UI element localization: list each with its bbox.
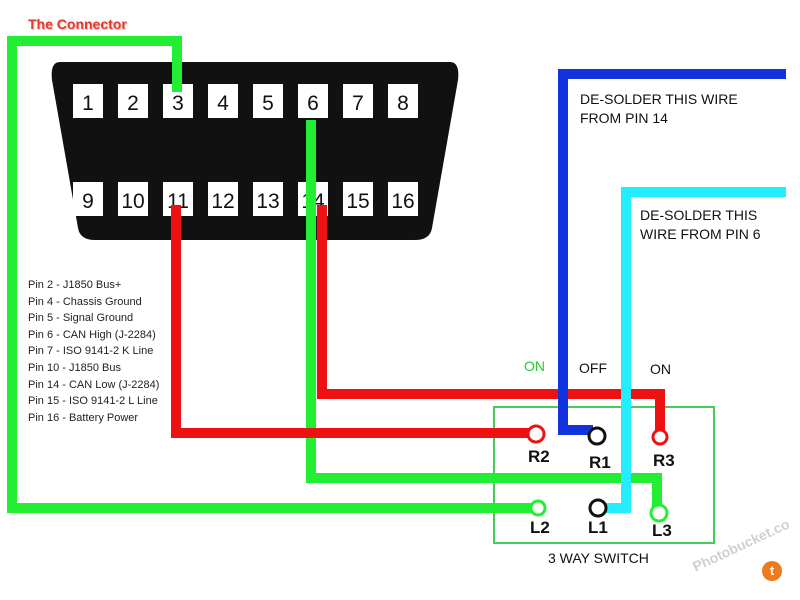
- pin-cell: [388, 84, 418, 118]
- switch-position-right: ON: [650, 361, 671, 377]
- terminal-label-l2: L2: [530, 518, 550, 537]
- pin-number: 5: [262, 92, 274, 115]
- legend-line: Pin 14 - CAN Low (J-2284): [28, 378, 160, 391]
- pin-cell: [253, 182, 283, 216]
- legend-line: Pin 5 - Signal Ground: [28, 312, 134, 325]
- pin-cell: [343, 182, 373, 216]
- pin-number: 2: [127, 92, 139, 115]
- switch-caption: 3 WAY SWITCH: [548, 550, 649, 566]
- switch-position-left: ON: [524, 358, 545, 374]
- pin-number: 8: [397, 92, 409, 115]
- pin-number: 3: [172, 92, 184, 115]
- red-wire-pin11-to-r2: [171, 205, 532, 438]
- pin-number: 12: [211, 190, 234, 213]
- note-desolder-pin14: DE-SOLDER THIS WIRE FROM PIN 14: [580, 90, 738, 128]
- terminal-l3: [649, 503, 669, 523]
- pin-number: 13: [256, 190, 279, 213]
- green-wire-pin6-to-l3: [306, 120, 662, 512]
- terminal-label-l1: L1: [588, 518, 608, 537]
- terminal-label-l3: L3: [652, 521, 672, 540]
- legend-line: Pin 16 - Battery Power: [28, 411, 139, 424]
- pin-number: 16: [391, 190, 414, 213]
- pin-cell: [118, 182, 148, 216]
- pin-cell: [388, 182, 418, 216]
- note-line: FROM PIN 14: [580, 110, 668, 126]
- pin-number: 9: [82, 190, 94, 213]
- blue-wire-to-r1: [558, 69, 786, 435]
- switch-position-middle: OFF: [579, 360, 607, 376]
- legend-line: Pin 4 - Chassis Ground: [28, 295, 142, 308]
- pin-cell: [208, 84, 238, 118]
- terminal-label-r1: R1: [589, 453, 611, 472]
- red-wire-pin14-to-r3: [317, 205, 665, 432]
- legend-line: Pin 6 - CAN High (J-2284): [28, 328, 156, 341]
- terminal-label-r2: R2: [528, 447, 550, 466]
- pin-cell: [343, 84, 373, 118]
- photobucket-badge-icon: t: [762, 561, 782, 581]
- pin-number: 4: [217, 92, 229, 115]
- pin-cell: [73, 84, 103, 118]
- legend-line: Pin 7 - ISO 9141-2 K Line: [28, 345, 154, 358]
- legend-line: Pin 15 - ISO 9141-2 L Line: [28, 395, 158, 408]
- note-line: DE-SOLDER THIS WIRE: [580, 91, 738, 107]
- terminal-r2: [526, 424, 546, 444]
- terminal-l2: [529, 499, 547, 517]
- legend-line: Pin 2 - J1850 Bus+: [28, 279, 122, 291]
- green-wire-pin3-to-l2: [7, 36, 535, 513]
- pin-number: 10: [121, 190, 144, 213]
- pin-cell: [118, 84, 148, 118]
- pin-cell: [298, 84, 328, 118]
- note-desolder-pin6: DE-SOLDER THIS WIRE FROM PIN 6: [640, 206, 761, 244]
- pin-legend: Pin 2 - J1850 Bus+ Pin 4 - Chassis Ground…: [28, 277, 159, 426]
- pin-number: 6: [307, 92, 319, 115]
- terminal-label-r3: R3: [653, 451, 675, 470]
- legend-line: Pin 10 - J1850 Bus: [28, 361, 121, 374]
- diagram-title: The Connector: [28, 16, 127, 32]
- terminal-r3: [651, 428, 669, 446]
- pin-cell: [73, 182, 103, 216]
- pin-cell: [253, 84, 283, 118]
- terminal-l1: [588, 498, 608, 518]
- pin-number: 7: [352, 92, 364, 115]
- pin-number: 1: [82, 92, 94, 115]
- note-line: DE-SOLDER THIS: [640, 207, 758, 223]
- pin-cell: [208, 182, 238, 216]
- note-line: WIRE FROM PIN 6: [640, 226, 761, 242]
- cyan-wire-to-l1: [598, 187, 786, 513]
- terminal-r1: [587, 426, 607, 446]
- pin-number: 15: [346, 190, 369, 213]
